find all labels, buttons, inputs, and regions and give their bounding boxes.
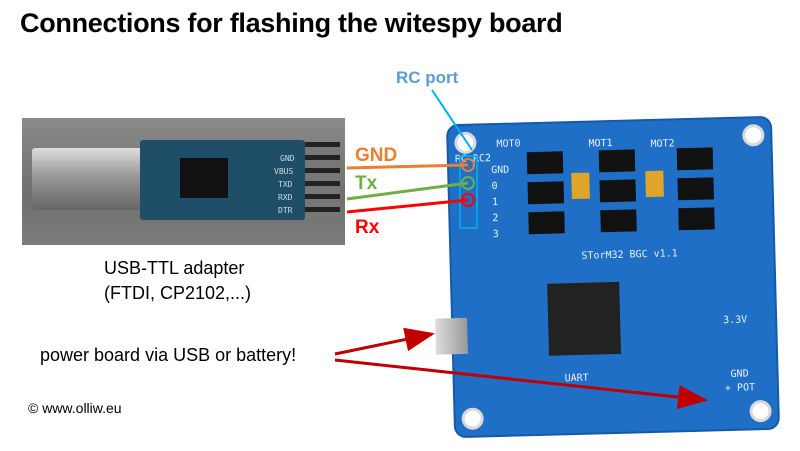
adapter-pcb: GND VBUS TXD RXD DTR: [140, 140, 305, 220]
copyright: © www.olliw.eu: [28, 400, 122, 416]
gnd-label: GND: [355, 145, 398, 166]
rx-wire: [346, 198, 469, 214]
adapter-caption: USB-TTL adapter (FTDI, CP2102,...): [104, 256, 251, 306]
tx-pin-marker: [461, 176, 475, 190]
power-note: power board via USB or battery!: [40, 345, 297, 365]
rx-label: Rx: [355, 217, 380, 238]
caption-line: (FTDI, CP2102,...): [104, 283, 252, 303]
caption-line: USB-TTL adapter: [104, 258, 245, 278]
battery-power-arrow: [334, 358, 708, 410]
rx-pin-marker: [461, 193, 475, 207]
tx-label: Tx: [355, 173, 378, 194]
pin-label: TXD: [278, 180, 293, 189]
rc-port-pointer: [431, 89, 473, 151]
usb-plug: [32, 148, 142, 210]
adapter-chip: [180, 158, 228, 198]
adapter-header-pins: [305, 142, 340, 220]
usb-power-arrow: [334, 327, 435, 356]
pin-label: GND: [280, 154, 295, 163]
gnd-wire: [346, 163, 469, 170]
usb-ttl-adapter-photo: GND VBUS TXD RXD DTR: [22, 118, 345, 245]
rc-port-outline: [459, 155, 478, 229]
pin-label: RXD: [278, 193, 293, 202]
pin-label: VBUS: [274, 167, 294, 176]
page-title: Connections for flashing the witespy boa…: [20, 8, 563, 38]
tx-wire: [346, 181, 469, 201]
pin-label: DTR: [278, 206, 293, 215]
rc-port-label: RC port: [396, 68, 459, 87]
gnd-pin-marker: [461, 158, 475, 172]
